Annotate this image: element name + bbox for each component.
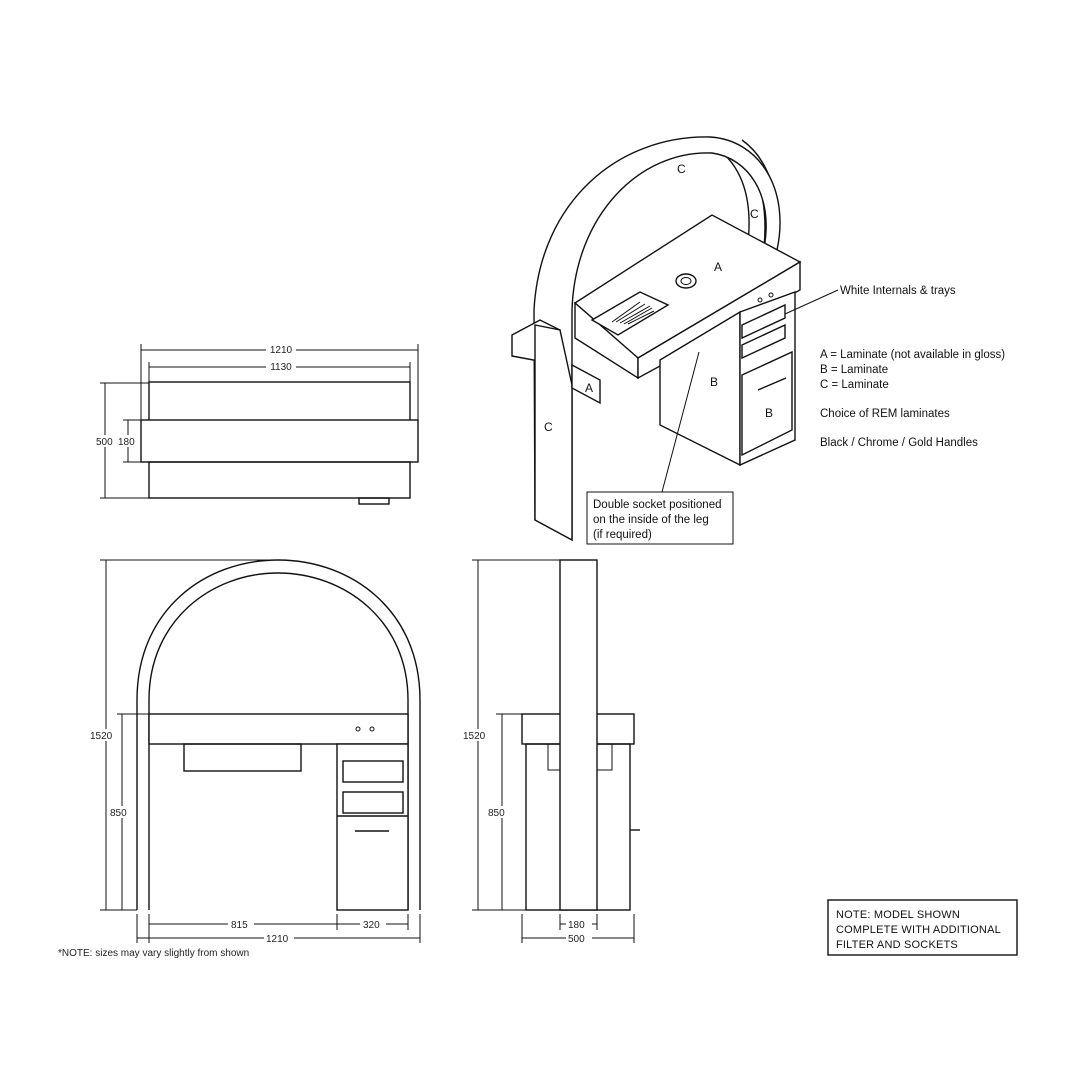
callout-socket-line1: Double socket positioned [593,499,722,511]
front-dim-table-height: 850 [110,808,127,819]
label-c-arch-back: C [750,207,759,221]
footnote-sizes: *NOTE: sizes may vary slightly from show… [58,948,249,959]
side-dim-leg-width: 180 [568,920,585,931]
front-dim-left-width: 815 [231,920,248,931]
front-dim-overall-width: 1210 [266,934,289,945]
legend-line-c: C = Laminate [820,379,889,391]
side-dim-table-height: 850 [488,808,505,819]
legend-line-b: B = Laminate [820,364,888,376]
front-tabletop [148,713,409,745]
socket-grommet [675,273,697,289]
model-note-line3: FILTER AND SOCKETS [836,939,958,951]
side-view: 1520 850 180 500 [463,559,640,945]
model-note-box: NOTE: MODEL SHOWN COMPLETE WITH ADDITION… [827,899,1018,956]
label-a-top: A [714,260,722,274]
isometric-view: A A B B C C C White Internals & trays Do… [511,136,956,545]
label-c-arch: C [677,162,686,176]
label-b-body: B [710,375,718,389]
model-note-line2: COMPLETE WITH ADDITIONAL [836,924,1001,936]
legend-line-a: A = Laminate (not available in gloss) [820,349,1005,361]
legend-handles: Black / Chrome / Gold Handles [820,437,978,449]
callout-internals: White Internals & trays [840,285,956,297]
callout-socket-line3: (if required) [593,529,652,541]
front-arch-inner [148,572,409,910]
top-dim-overall-width: 1210 [270,345,293,356]
arch-back-edge [724,154,750,244]
side-dim-depth: 500 [568,934,585,945]
front-dim-height: 1520 [90,731,113,742]
model-note-line1: NOTE: MODEL SHOWN [836,909,960,921]
top-dim-depth-inner: 180 [118,437,135,448]
top-dim-depth: 500 [96,437,113,448]
top-dim-inner-width: 1130 [270,362,292,373]
top-view: 1210 1130 500 180 [94,343,419,505]
callout-socket-line2: on the inside of the leg [593,514,709,526]
label-a-side: A [585,381,593,395]
front-dim-right-width: 320 [363,920,380,931]
side-dim-height: 1520 [463,731,486,742]
material-legend: A = Laminate (not available in gloss) B … [820,349,1005,449]
legend-choice: Choice of REM laminates [820,408,950,420]
front-view: 1520 850 815 320 1210 [90,559,421,945]
label-b-drawer: B [765,406,773,420]
label-c-leg: C [544,420,553,434]
side-leg [559,559,598,911]
